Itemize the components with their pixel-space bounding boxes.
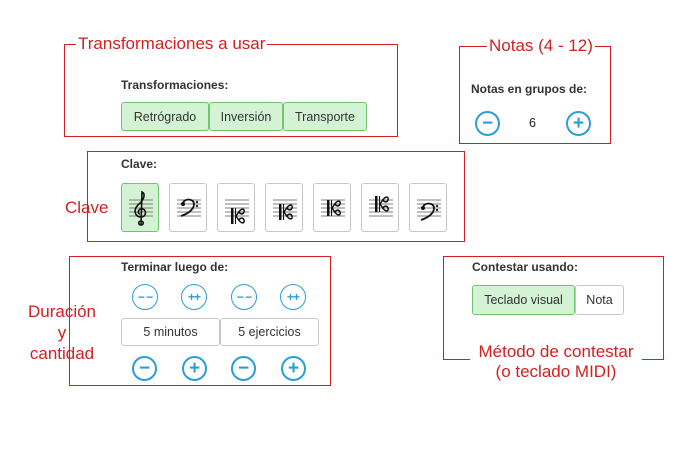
c-clef-icon [225, 199, 249, 224]
c-clef-button-4[interactable] [361, 183, 399, 232]
inversion-button[interactable]: Inversión [209, 102, 283, 131]
minutes-big-plus-button[interactable]: ++ [181, 284, 207, 310]
duracion-annotation-line-1: Duración [27, 302, 97, 321]
notas-minus-button[interactable]: − [475, 111, 500, 136]
exercises-plus-button[interactable]: + [281, 356, 306, 381]
clave-label: Clave: [121, 157, 158, 171]
treble-clef-button[interactable] [121, 183, 159, 232]
bass-clef-icon [417, 199, 441, 221]
c-clef-icon [369, 196, 393, 217]
clave-annotation-label: Clave [65, 198, 109, 217]
c-clef-button-3[interactable] [313, 183, 351, 232]
exercises-big-plus-button[interactable]: ++ [280, 284, 306, 310]
minutes-plus-button[interactable]: + [182, 356, 207, 381]
notas-label: Notas en grupos de: [471, 82, 588, 96]
transformaciones-annotation-title: Transformaciones a usar [76, 34, 268, 54]
terminar-label: Terminar luego de: [121, 260, 229, 274]
transformaciones-label: Transformaciones: [121, 78, 229, 92]
contestar-label: Contestar usando: [472, 260, 579, 274]
exercises-minus-button[interactable]: − [231, 356, 256, 381]
bass-clef-icon [177, 198, 201, 217]
metodo-annotation-line-1: Método de contestar [470, 341, 642, 362]
duracion-annotation-line-3: cantidad [29, 344, 95, 363]
duracion-annotation-line-2: y [57, 323, 67, 342]
bass-clef-button[interactable] [169, 183, 207, 232]
exercises-big-minus-button[interactable]: − − [231, 284, 257, 310]
c-clef-button-1[interactable] [217, 183, 255, 232]
notas-value: 6 [529, 116, 536, 130]
nota-button[interactable]: Nota [575, 285, 624, 315]
clave-annotation-box [87, 151, 465, 242]
baritone-clef-button[interactable] [409, 183, 447, 232]
c-clef-button-2[interactable] [265, 183, 303, 232]
notas-plus-button[interactable]: + [566, 111, 591, 136]
retrogrado-button[interactable]: Retrógrado [121, 102, 209, 131]
exercises-display: 5 ejercicios [220, 318, 319, 346]
c-clef-icon [273, 199, 297, 220]
transporte-button[interactable]: Transporte [283, 102, 367, 131]
treble-clef-icon [129, 190, 153, 226]
metodo-annotation-line-2: (o teclado MIDI) [495, 362, 617, 381]
teclado-visual-button[interactable]: Teclado visual [472, 285, 575, 315]
minutes-big-minus-button[interactable]: − − [132, 284, 158, 310]
minutes-display: 5 minutos [121, 318, 220, 346]
c-clef-icon [321, 199, 345, 217]
duracion-annotation-box [69, 256, 331, 386]
notas-annotation-title: Notas (4 - 12) [487, 36, 595, 56]
minutes-minus-button[interactable]: − [132, 356, 157, 381]
